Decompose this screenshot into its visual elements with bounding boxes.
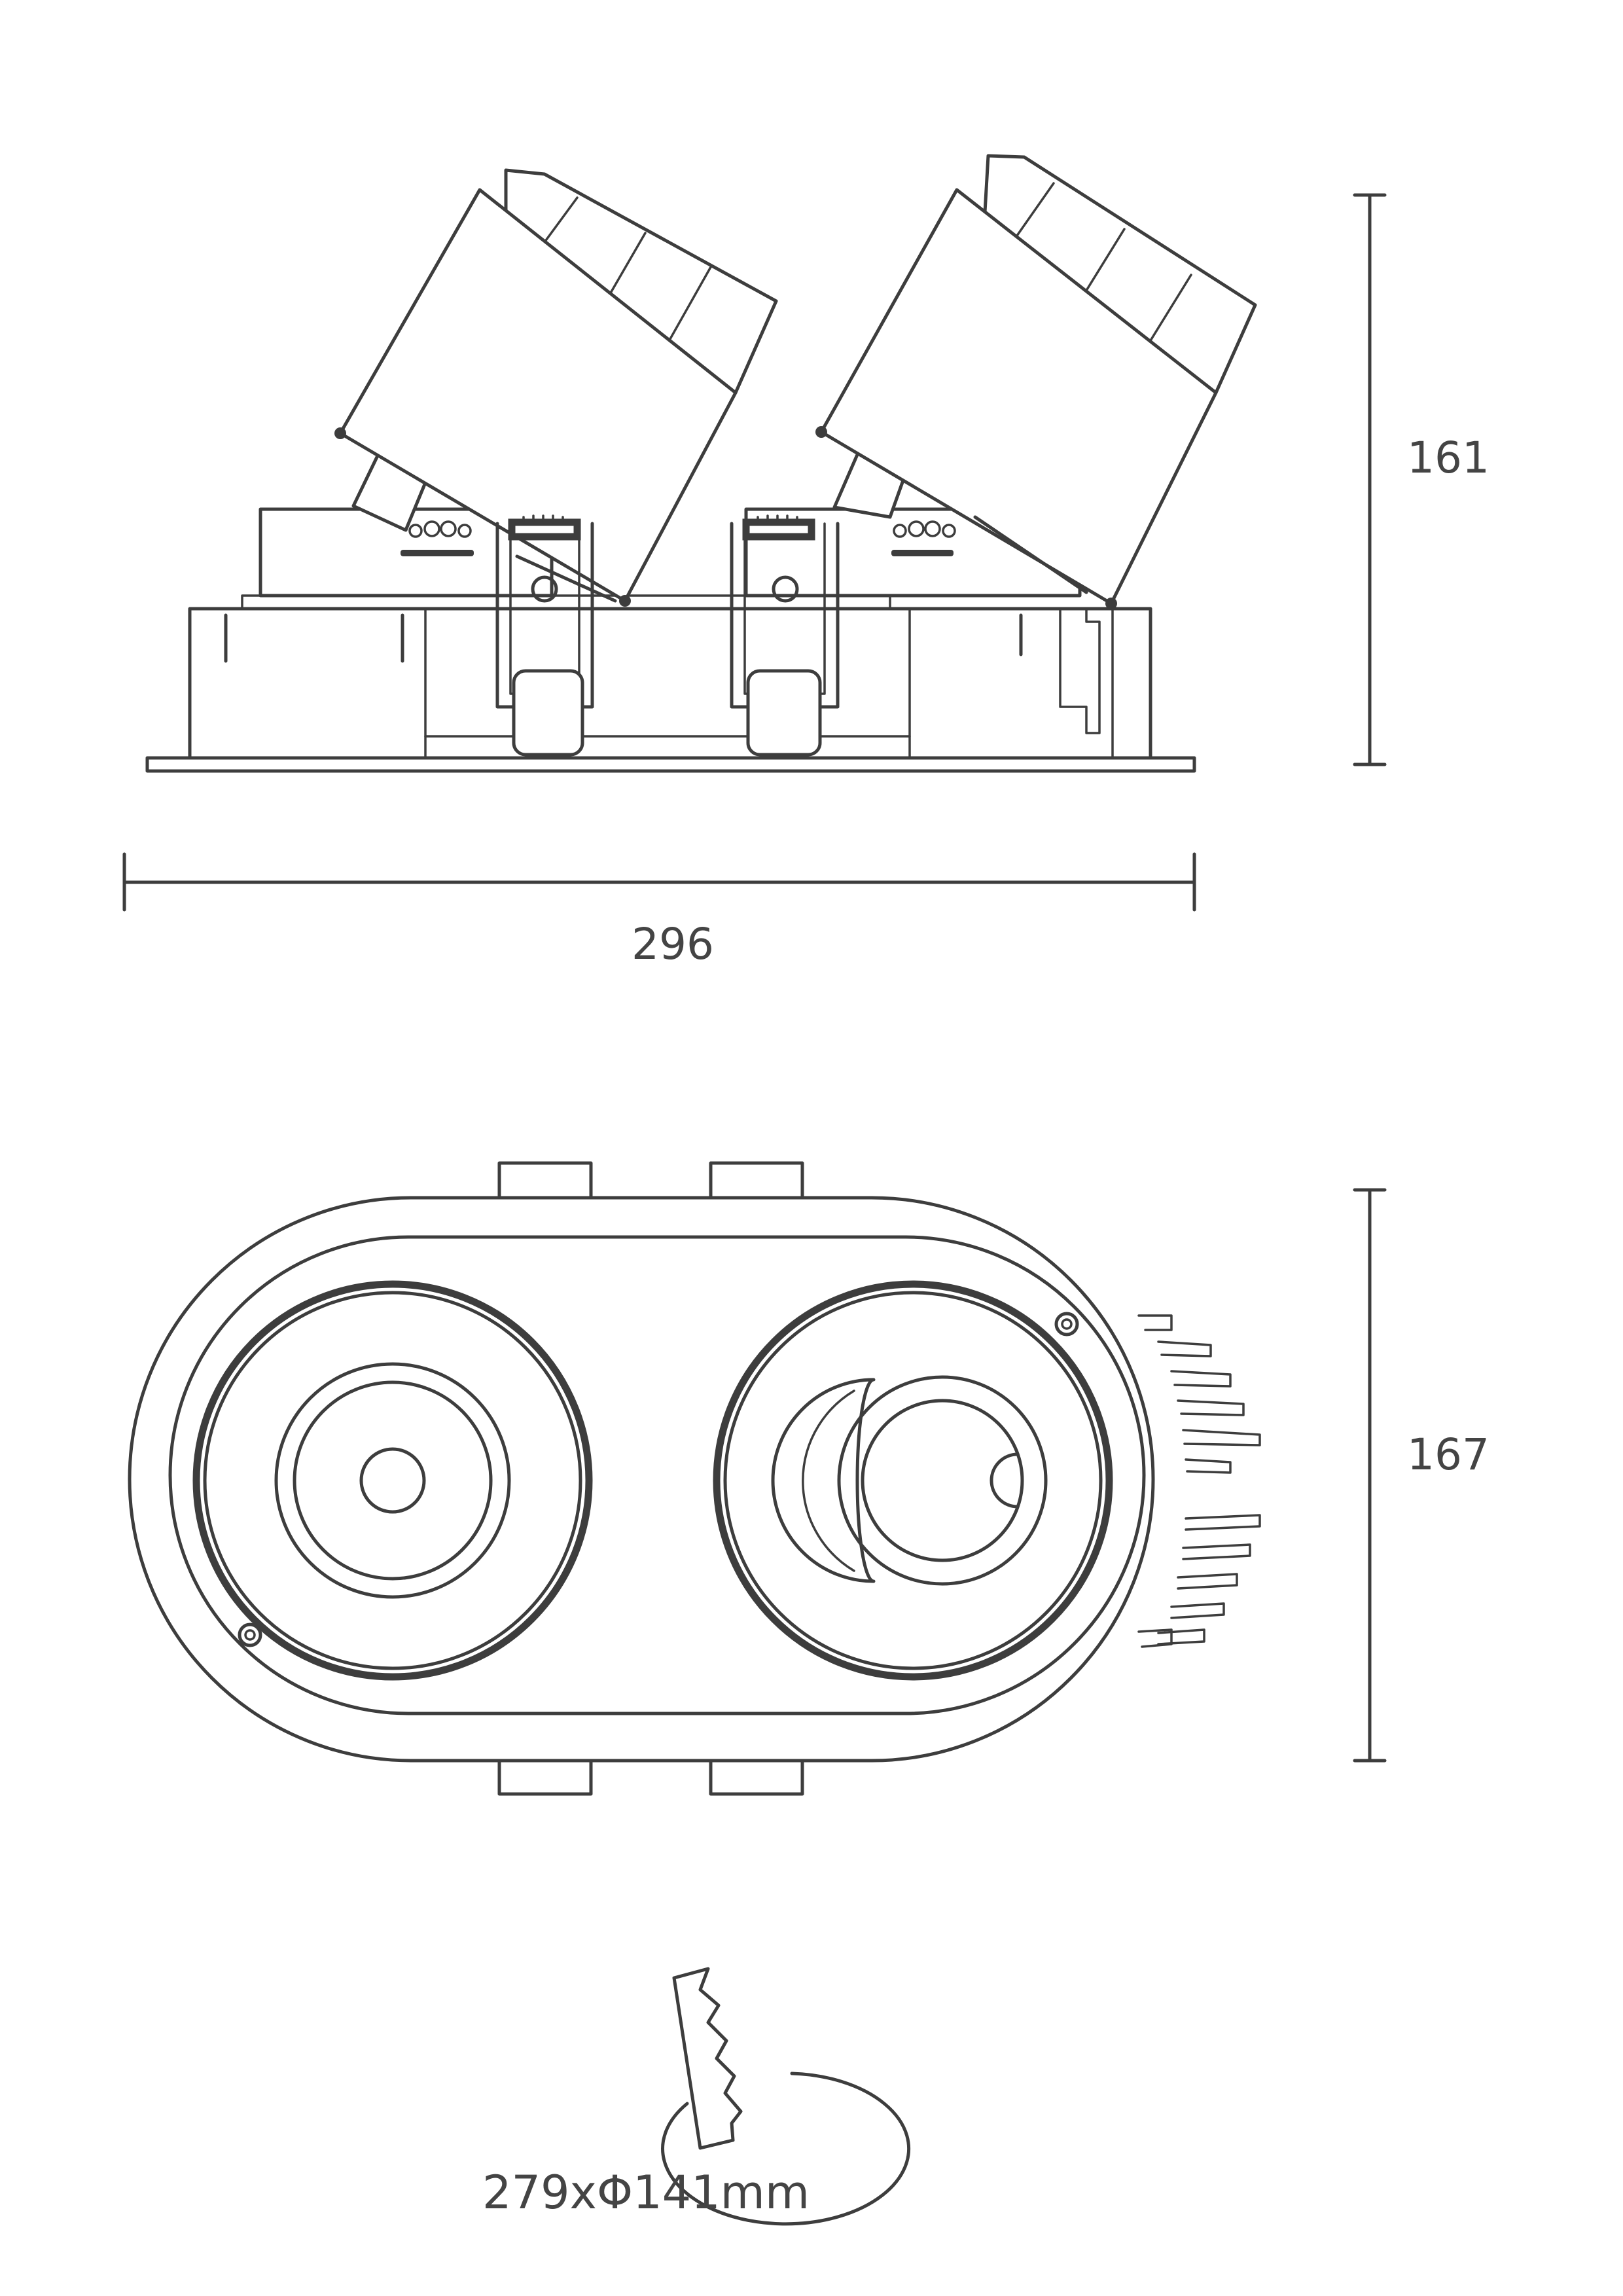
side-bracket-left	[495, 514, 617, 757]
front-tab-top-left	[497, 1161, 593, 1203]
side-housing-hooks	[224, 613, 1023, 663]
cutout-saw	[672, 1967, 743, 2150]
height-front-label: 167	[1407, 1429, 1489, 1480]
dimension-height-front: 167	[1353, 1188, 1489, 1763]
side-terminal-right	[891, 520, 956, 556]
front-lamp-right	[713, 1280, 1113, 1681]
side-lamp-right	[815, 154, 1257, 609]
side-lamp-right-arm	[973, 515, 1088, 594]
side-view	[145, 154, 1257, 773]
front-lamp-right-notch	[990, 1452, 1020, 1509]
front-lamp-left-led	[359, 1447, 426, 1514]
front-tab-bottom-left	[497, 1754, 593, 1796]
front-lamp-right-head	[837, 1375, 1048, 1586]
height-side-label: 161	[1407, 433, 1489, 483]
front-lamp-left-reflector	[274, 1362, 511, 1599]
front-lamp-left	[192, 1280, 593, 1681]
front-view	[128, 1161, 1261, 1796]
cutout-icon: 279xΦ141mm	[482, 1967, 911, 2226]
side-lamp-left	[334, 168, 778, 607]
front-lamp-right-ring	[713, 1280, 1113, 1681]
side-clip-left	[512, 669, 584, 757]
side-bracket-right	[1059, 607, 1101, 734]
front-tab-top-right	[709, 1161, 804, 1203]
cutout-hole	[661, 2072, 911, 2226]
side-flange	[145, 756, 1196, 773]
width-label: 296	[632, 919, 714, 969]
front-screw-left	[238, 1623, 262, 1647]
dimension-height-side: 161	[1353, 193, 1489, 766]
front-outer-trim	[128, 1196, 1155, 1763]
front-screw-right	[1054, 1312, 1079, 1336]
front-lamp-right-gimbal	[771, 1378, 876, 1583]
side-bracket-right-clip	[730, 514, 840, 757]
cutout-label: 279xΦ141mm	[482, 2166, 810, 2219]
front-inner-trim	[168, 1235, 1146, 1715]
dimension-width: 296	[122, 852, 1196, 969]
side-terminal-left	[401, 520, 474, 556]
side-housing-top	[241, 594, 891, 610]
side-clip-right	[746, 669, 822, 757]
front-lamp-left-ring	[192, 1280, 593, 1681]
front-heatsink-fins	[1137, 1314, 1261, 1648]
